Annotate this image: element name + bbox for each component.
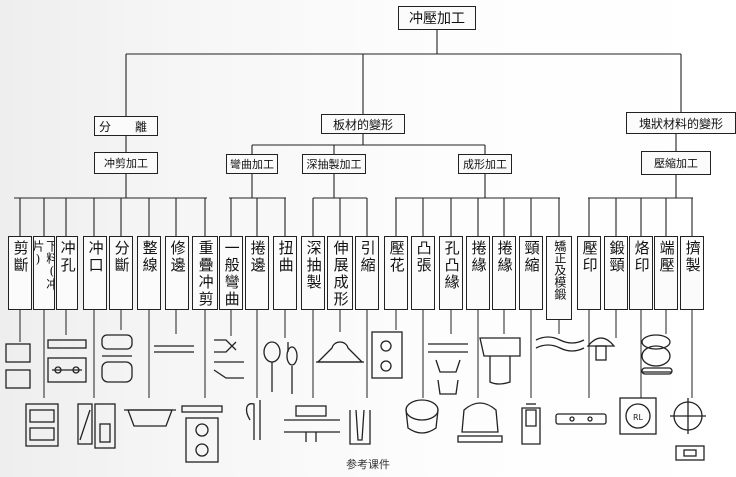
illus-bending	[213, 339, 244, 379]
leaf-label: 引縮	[358, 240, 377, 274]
illus-curling-b	[245, 400, 261, 440]
process-compression: 壓縮加工	[641, 151, 711, 175]
leaf-label: 鍛頸	[607, 240, 626, 274]
leaf-ironing: 引縮	[355, 236, 379, 310]
leaf-label: 分斷	[112, 240, 131, 274]
leaf-label: 修邊	[168, 240, 187, 274]
leaf-embossing: 壓花	[384, 236, 408, 310]
leaf-coining: 壓印	[577, 236, 601, 310]
leaf-bulging: 凸張	[411, 236, 435, 310]
leaf-label: 凸張	[414, 240, 433, 274]
leaf-shaving: 整線	[137, 236, 161, 310]
leaf-label: 擠製	[683, 240, 702, 274]
leaf-curl-flanging-2: 捲緣	[492, 236, 516, 310]
leaf-twisting: 扭曲	[273, 236, 297, 310]
leaf-label: 捲緣	[469, 240, 488, 274]
leaf-extrusion: 擠製	[680, 236, 704, 310]
illus-trimming-a	[124, 409, 176, 427]
illus-stretch	[316, 341, 364, 363]
leaf-general-bending: 一般彎曲	[219, 236, 243, 310]
leaf-blanking: 下料(冲片)	[33, 236, 55, 310]
illus-ironing	[349, 409, 371, 445]
leaf-shearing: 剪斷	[8, 236, 32, 310]
illus-flange-hole-b	[437, 379, 459, 395]
illus-shearing	[5, 343, 31, 389]
illus-twisting	[286, 342, 298, 394]
leaf-label: 伸展成形	[331, 240, 350, 308]
leaf-marking: 烙印	[629, 236, 653, 310]
illus-extrusion	[670, 398, 706, 461]
leaf-label: 壓印	[580, 240, 599, 274]
leaf-deep-drawing: 深抽製	[301, 236, 325, 310]
leaf-label: 下料(冲片)	[33, 240, 55, 290]
leaf-label: 頸縮	[522, 240, 541, 274]
leaf-trimming: 修邊	[165, 236, 189, 310]
illus-coining-a	[535, 336, 585, 352]
leaf-label: 扭曲	[276, 240, 295, 274]
process-shearing: 冲剪加工	[94, 152, 158, 174]
leaf-label: 剪斷	[11, 240, 30, 274]
illus-heading	[586, 337, 616, 361]
illus-trimming-b	[154, 345, 194, 353]
illus-coining-b	[555, 413, 607, 425]
category-sheet-deformation: 板材的變形	[321, 114, 405, 134]
illus-sizing	[521, 403, 541, 445]
leaf-label: 矯正及模鍛	[552, 240, 567, 300]
illus-flange-hole	[428, 343, 468, 373]
illus-embossing	[371, 331, 403, 379]
process-bending: 彎曲加工	[226, 154, 278, 174]
leaf-necking: 頸縮	[519, 236, 543, 310]
leaf-sizing-coining: 矯正及模鍛	[546, 236, 572, 320]
leaf-label: 冲口	[86, 240, 105, 274]
illus-curl-edge	[479, 337, 521, 385]
leaf-parting: 分斷	[109, 236, 133, 310]
leaf-hole-flanging: 孔凸緣	[439, 236, 463, 310]
leaf-label: 端壓	[657, 240, 676, 274]
leaf-compound-shearing: 重疊冲剪	[192, 236, 218, 310]
illus-compound	[181, 405, 223, 463]
leaf-upsetting: 端壓	[654, 236, 678, 310]
leaf-punching: 冲孔	[56, 236, 78, 310]
illus-necking	[457, 402, 503, 443]
footer-caption: 参考课件	[346, 458, 390, 471]
leaf-label: 烙印	[632, 240, 651, 274]
illus-curling-a	[263, 341, 281, 392]
illus-marking	[641, 334, 671, 367]
stamp-mark: RL	[633, 413, 644, 422]
leaf-curl-flanging-1: 捲緣	[466, 236, 490, 310]
leaf-stretch-forming: 伸展成形	[327, 236, 353, 310]
leaf-label: 壓花	[387, 240, 406, 274]
illus-slotting	[77, 403, 116, 449]
leaf-heading: 鍛頸	[604, 236, 628, 310]
root-node: 冲壓加工	[398, 6, 476, 30]
illus-end-press	[641, 367, 673, 375]
leaf-notching: 冲口	[83, 236, 107, 310]
leaf-label: 一般彎曲	[222, 240, 241, 308]
illus-deep-draw	[284, 405, 340, 442]
leaf-label: 捲邊	[248, 240, 267, 274]
illus-parting	[101, 334, 133, 383]
leaf-label: 深抽製	[304, 240, 323, 291]
leaf-label: 捲緣	[495, 240, 514, 274]
leaf-label: 孔凸緣	[442, 240, 461, 291]
leaf-label: 整線	[140, 240, 159, 274]
process-forming: 成形加工	[458, 154, 512, 174]
illus-punching	[47, 339, 87, 383]
process-deep-drawing: 深抽製加工	[302, 154, 366, 174]
illus-blanking	[25, 403, 59, 447]
category-separation: 分 離	[94, 116, 158, 136]
illus-stamp	[619, 397, 657, 435]
leaf-label: 重疊冲剪	[196, 240, 215, 308]
leaf-label: 冲孔	[58, 240, 77, 274]
illus-bulging	[405, 399, 439, 434]
category-block-deformation: 塊狀材料的變形	[626, 112, 736, 134]
leaf-curling: 捲邊	[245, 236, 269, 310]
